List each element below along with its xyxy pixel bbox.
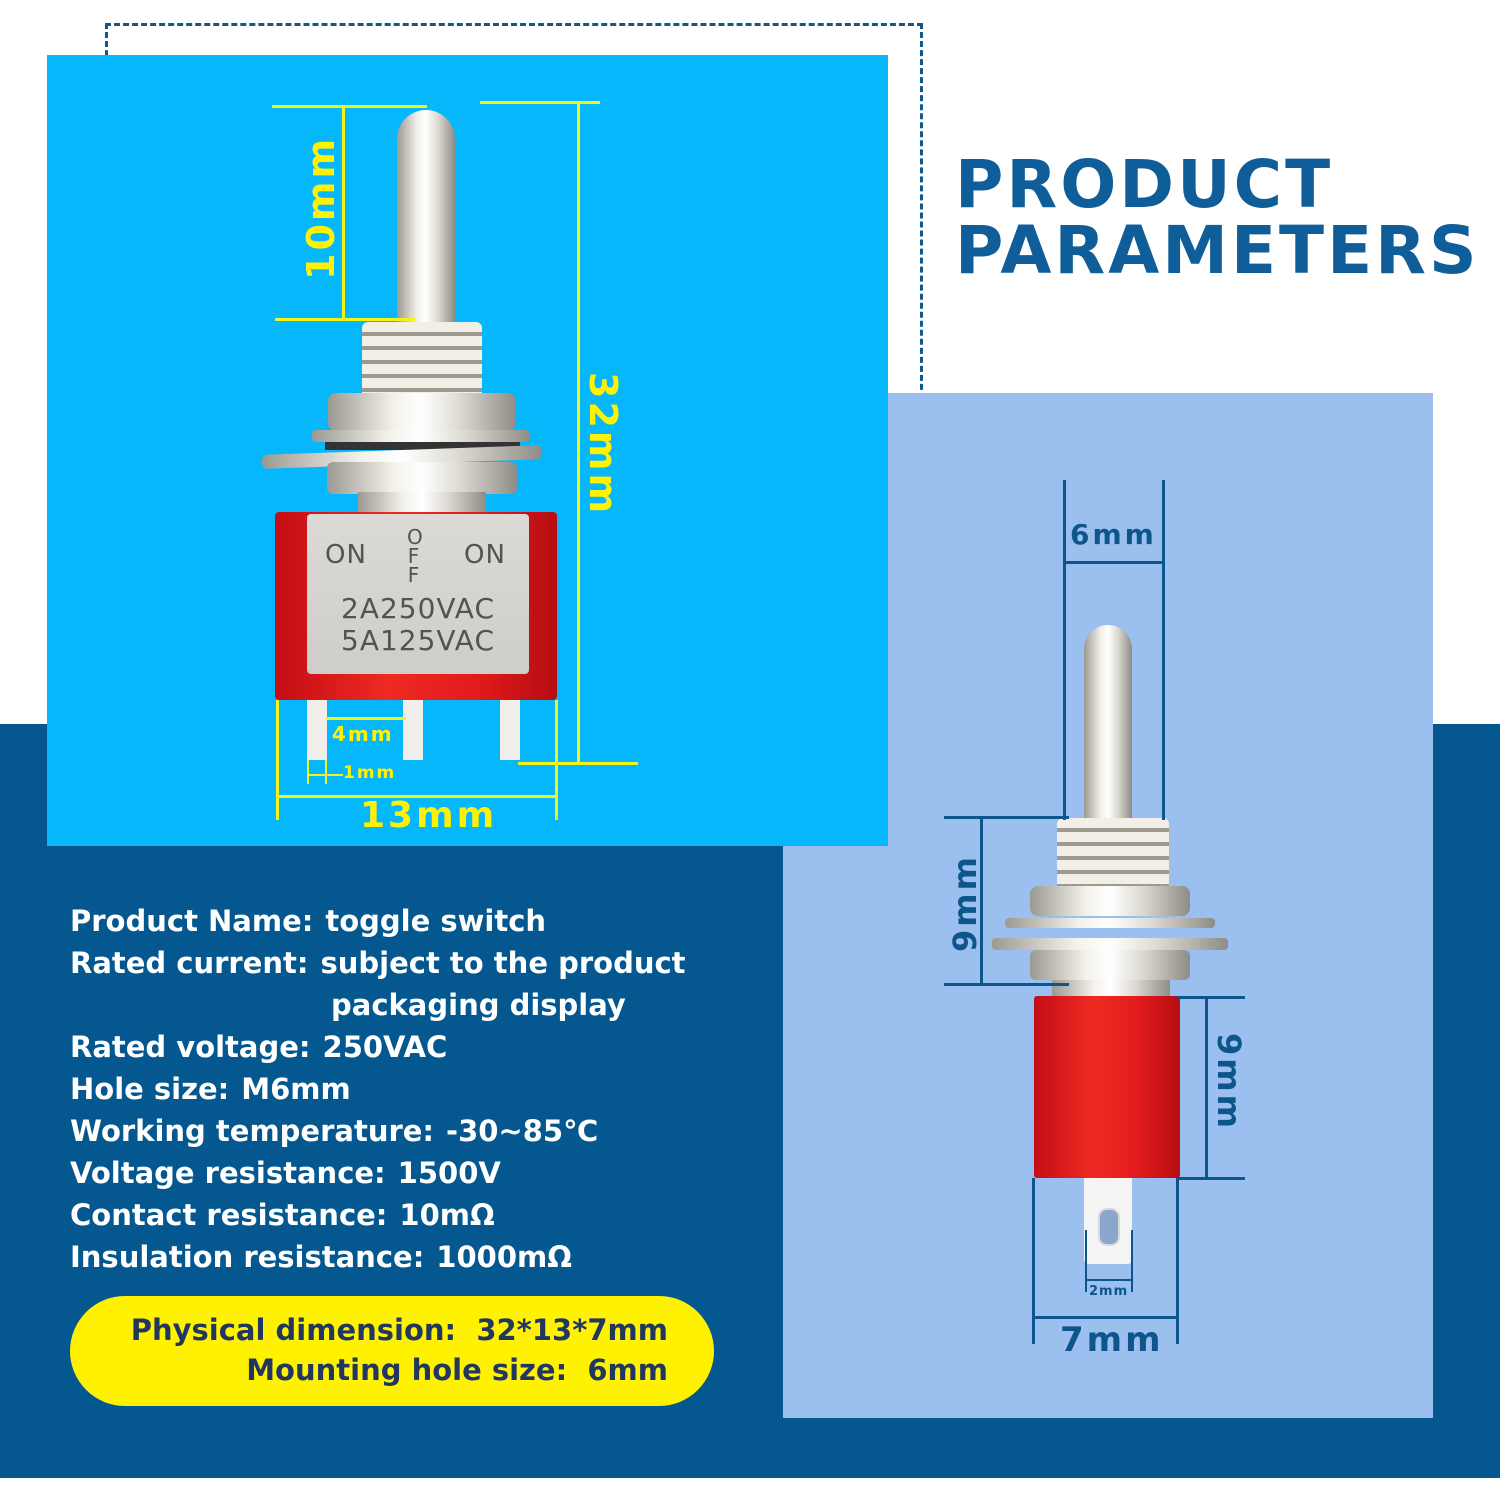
spec-list: Product Name:toggle switch Rated current… — [70, 900, 686, 1278]
page-title: PRODUCT PARAMETERS — [955, 152, 1480, 284]
pin-left — [307, 700, 327, 760]
dimension-line — [277, 795, 557, 798]
body-width-label: 13mm — [360, 795, 498, 836]
dimension-line — [1162, 480, 1165, 820]
side-red-housing — [1034, 996, 1180, 1178]
dimension-line — [577, 102, 580, 762]
rating-250vac: 2A250VAC — [341, 592, 495, 625]
spec-row-rated-current: Rated current:subject to the product — [70, 946, 686, 980]
dimension-line — [1033, 1316, 1178, 1319]
pin-width-label: 1mm — [343, 763, 397, 783]
mounting-hole-text: Mounting hole size: 6mm — [246, 1353, 668, 1387]
pin-pitch-label: 4mm — [332, 722, 394, 746]
dimension-line — [272, 105, 427, 108]
spec-row-product-name: Product Name:toggle switch — [70, 904, 547, 938]
bushing-height-label: 9mm — [946, 854, 984, 952]
side-neck — [1052, 980, 1170, 998]
marking-on-right: ON — [464, 540, 506, 570]
side-washer — [992, 938, 1228, 950]
spec-row-working-temperature: Working temperature:-30~85℃ — [70, 1114, 599, 1148]
terminal-width-label: 2mm — [1089, 1284, 1129, 1299]
dimension-line — [1131, 1230, 1133, 1292]
dimension-line — [325, 760, 327, 784]
lower-nut — [327, 462, 517, 494]
threaded-bushing — [362, 322, 482, 400]
hex-nut — [328, 393, 516, 431]
dimension-line — [944, 983, 1069, 986]
side-lower-nut — [1030, 950, 1190, 980]
dimension-line — [480, 101, 600, 104]
pin-middle — [403, 700, 423, 760]
pin-right — [500, 700, 520, 760]
title-line-1: PRODUCT — [955, 146, 1334, 223]
body-depth-label: 7mm — [1060, 1320, 1164, 1360]
side-hex-nut — [1030, 886, 1190, 916]
lever — [397, 110, 455, 330]
marking-off: OFF — [407, 525, 424, 587]
dimension-line — [326, 717, 406, 720]
side-washer — [1005, 918, 1215, 928]
dimension-line — [944, 816, 1069, 819]
dimension-line — [1085, 1230, 1087, 1292]
dimension-highlight-pill: Physical dimension: 32*13*7mm Mounting h… — [70, 1296, 714, 1406]
dimension-line — [555, 700, 558, 820]
side-lever — [1084, 625, 1132, 825]
dimension-line — [1177, 1177, 1245, 1180]
physical-dimension-text: Physical dimension: 32*13*7mm — [130, 1313, 668, 1347]
dimension-line — [276, 700, 279, 820]
dimension-line — [980, 817, 983, 985]
washer-gap — [325, 442, 520, 450]
washer — [312, 430, 530, 442]
dimension-line — [1032, 1178, 1035, 1344]
title-line-2: PARAMETERS — [955, 212, 1480, 289]
spec-row-rated-current-continued: packaging display — [331, 988, 626, 1022]
metal-frame-face — [307, 514, 529, 674]
dimension-line — [1063, 480, 1066, 820]
total-height-label: 32mm — [581, 372, 625, 517]
dimension-line — [1086, 1279, 1132, 1281]
body-height-label: 9mm — [1210, 1033, 1248, 1131]
dimension-line — [342, 106, 345, 320]
dimension-line — [307, 760, 309, 784]
dimension-line — [1177, 996, 1245, 999]
dimension-line — [518, 762, 638, 765]
dimension-line — [1176, 1178, 1179, 1344]
terminal-hole — [1098, 1208, 1120, 1246]
rating-125vac: 5A125VAC — [341, 624, 495, 657]
dimension-line — [307, 774, 343, 776]
neck — [358, 492, 486, 512]
lever-width-label: 6mm — [1070, 518, 1157, 551]
dimension-line — [1064, 561, 1164, 564]
spec-row-voltage-resistance: Voltage resistance:1500V — [70, 1156, 501, 1190]
dimension-line — [275, 318, 415, 321]
spec-row-contact-resistance: Contact resistance:10mΩ — [70, 1198, 495, 1232]
lever-height-label: 10mm — [299, 135, 343, 280]
dimension-line — [1205, 997, 1208, 1179]
spec-row-insulation-resistance: Insulation resistance:1000mΩ — [70, 1240, 572, 1274]
marking-on-left: ON — [325, 540, 367, 570]
spec-row-hole-size: Hole size:M6mm — [70, 1072, 351, 1106]
spec-row-rated-voltage: Rated voltage:250VAC — [70, 1030, 448, 1064]
side-threaded-bushing — [1057, 818, 1169, 890]
